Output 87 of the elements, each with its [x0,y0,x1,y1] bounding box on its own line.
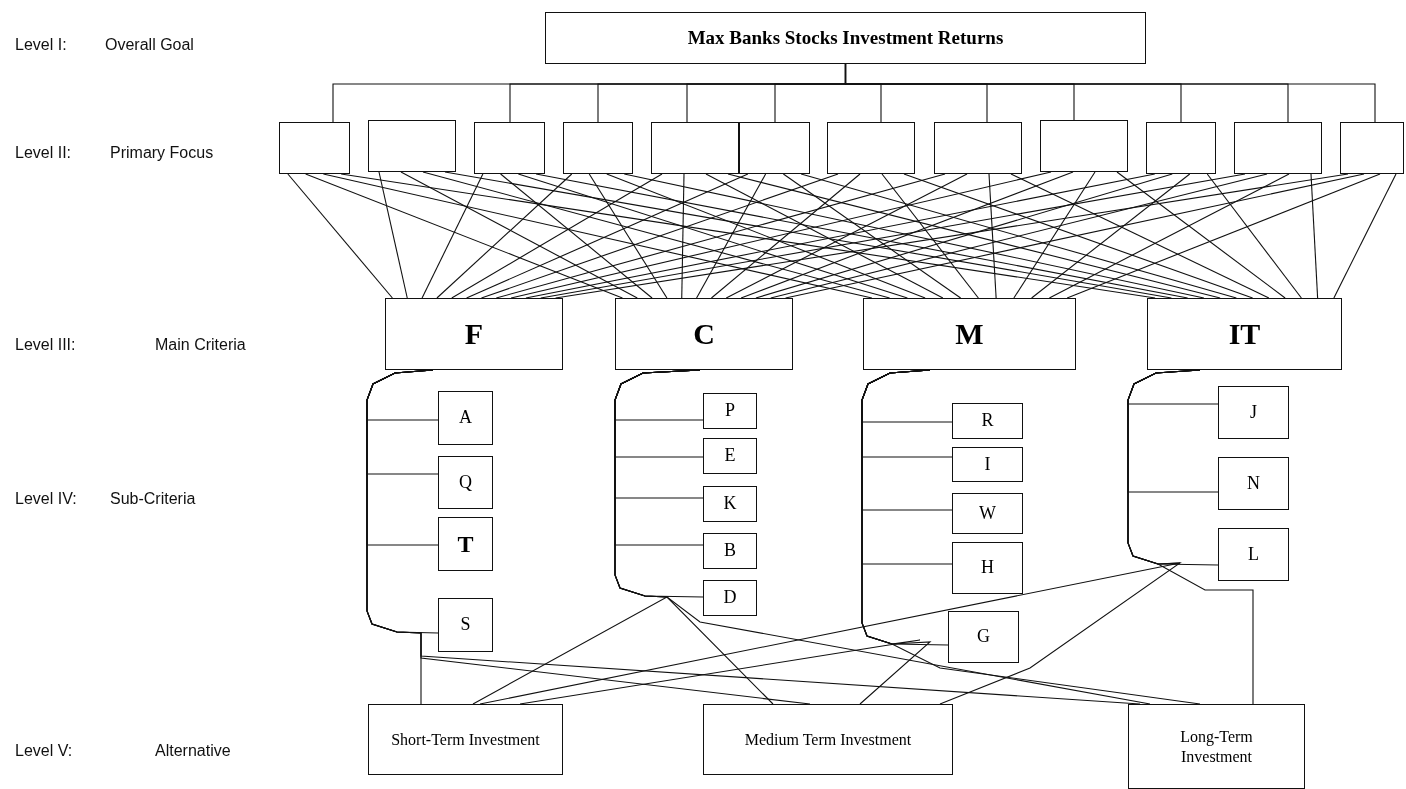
connector-line [1066,173,1381,299]
level-label: Level I: [15,36,67,54]
sub-criterion-box: A [438,391,493,445]
connector-line [623,173,1205,299]
connector-line [1013,171,1096,299]
connector-line [844,63,1376,123]
sub-criterion-box: R [952,403,1023,439]
connector-line [422,171,891,299]
sub-criterion-box: H [952,542,1023,594]
connector-line [287,173,393,299]
sub-criterion-box: S [438,598,493,652]
connector-line [1116,171,1286,299]
connector-line [322,173,873,299]
connector-line [903,173,1254,299]
level-label: Level II: [15,144,72,162]
connector-line [1310,173,1319,299]
connector-line [782,173,962,299]
sub-criterion-box: K [703,486,757,522]
level-label: Alternative [155,742,231,760]
sub-criterion-box: J [1218,386,1289,439]
connector-line [1048,173,1290,299]
connector-line [500,173,653,299]
sub-criterion-box: Q [438,456,493,509]
connector-line [1010,173,1270,299]
bank-box [563,122,633,174]
bank-box [739,122,810,174]
alternative-box: Medium Term Investment [703,704,953,775]
connector-line [740,171,1074,299]
criterion-box: M [863,298,1076,370]
connector-line [785,173,1365,299]
criterion-box: C [615,298,793,370]
connector-line [1333,173,1397,299]
sub-criterion-box: I [952,447,1023,482]
connector-line [725,173,968,299]
level-label: Level V: [15,742,73,760]
connector-line [466,173,749,299]
connector-line [755,173,1173,299]
goal-box: Max Banks Stocks Investment Returns [545,12,1146,64]
bank-box [279,122,350,174]
sub-criterion-box: L [1218,528,1289,581]
connector-line [696,173,767,299]
sub-criterion-box: P [703,393,757,429]
connector-line [988,173,997,299]
level-label: Main Criteria [155,336,246,354]
connector-line [421,173,484,299]
level-label: Level IV: [15,490,77,508]
alternative-box: Short-Term Investment [368,704,563,775]
criterion-box: IT [1147,298,1342,370]
bank-box [827,122,915,174]
level-label: Sub-Criteria [110,490,196,508]
sub-criterion-box: N [1218,457,1289,510]
bank-box [934,122,1022,174]
connector-line [881,173,979,299]
bank-box [1234,122,1322,174]
connector-line [588,173,668,299]
criterion-box: F [385,298,563,370]
connector-line [606,173,926,299]
sub-criterion-box: W [952,493,1023,534]
connector-line [705,173,944,299]
connector-line [451,173,663,299]
sub-criterion-box: E [703,438,757,474]
sub-criterion-box: G [948,611,1019,663]
level-label: Primary Focus [110,144,214,162]
connector-line [727,173,1221,299]
connector-line [1206,173,1302,299]
connector-line [436,173,573,299]
sub-criterion-box: B [703,533,757,569]
connector-line [400,171,638,299]
alternative-box: Long-Term Investment [1128,704,1305,789]
connector-line [480,173,839,299]
connector-line [681,173,685,299]
bank-box [1340,122,1404,174]
bank-box [1040,120,1128,172]
connector-line [1031,173,1191,299]
bank-box [651,122,739,174]
connector-line [305,173,623,299]
bank-box [368,120,456,172]
level-label: Level III: [15,336,76,354]
sub-criterion-box: T [438,517,493,571]
connector-line [1127,369,1254,705]
connector-line [510,171,1052,299]
level-label: Overall Goal [105,36,194,54]
bank-box [1146,122,1216,174]
bank-box [474,122,545,174]
connector-line [710,173,861,299]
sub-criterion-box: D [703,580,757,616]
connector-line [378,171,408,299]
